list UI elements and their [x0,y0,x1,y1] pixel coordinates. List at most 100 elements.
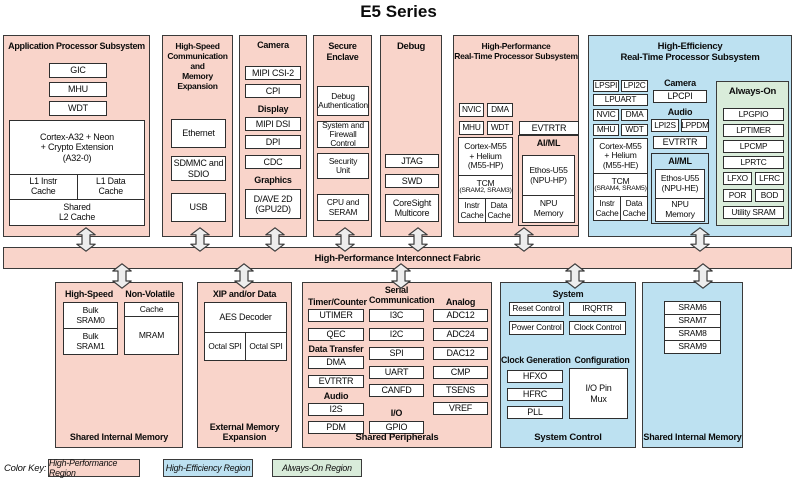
canfd-box: CANFD [369,384,424,397]
debug-authentication-box: Debug Authentication [317,86,369,116]
eme-footer: External Memory Expansion [209,422,280,443]
system-header: System [552,289,584,299]
uart-box: UART [369,366,424,379]
hfxo-box: HFXO [507,370,563,383]
usb-box: USB [171,193,226,222]
aes-decoder-box: AES Decoder [219,312,272,323]
sram6-box: SRAM6 [678,302,707,313]
lppdm-box: LPPDM [681,119,709,132]
he-npu-memory-box: NPU Memory [656,198,704,221]
bidir-arrow-debug [408,227,428,252]
high-speed-comm-memory-expansion: High-Speed Communication and Memory Expa… [162,35,233,237]
clock-generation-header: Clock Generation [501,355,571,365]
spi-box: SPI [369,347,424,360]
tcm-he-sublabel: (SRAM4, SRAM5) [594,185,647,193]
cmp-box: CMP [433,366,488,379]
hp-instr-cache-box: Instr Cache [460,200,484,220]
bulk-sram-stack: Bulk SRAM0 Bulk SRAM1 [63,302,118,355]
key-high-efficiency-label: High-Efficiency Region [165,463,251,473]
swd-box: SWD [385,174,439,188]
bidir-arrow-hprt [514,227,534,252]
lpspi-box: LPSPI [593,80,619,92]
lpgpio-box: LPGPIO [723,108,784,121]
he-audio-header: Audio [667,107,693,117]
shared-internal-memory-right: SRAM6 SRAM7 SRAM8 SRAM9 Shared Internal … [642,282,743,448]
camera-header: Camera [257,40,289,50]
cpi-box: CPI [245,84,301,98]
bidir-arrow-eme [234,263,254,289]
ethernet-box: Ethernet [171,119,226,148]
always-on-region: Always-On LPGPIO LPTIMER LPCMP LPRTC LFX… [716,81,789,226]
key-always-on-label: Always-On Region [282,463,352,473]
bidir-arrow-sysctl [565,263,585,289]
lpuart-box: LPUART [593,94,648,106]
utimer-box: UTIMER [308,309,364,322]
sim-right-footer: Shared Internal Memory [643,432,742,443]
i2s-box: I2S [308,403,364,416]
diagram-title: E5 Series [360,2,437,21]
cortex-a32-cluster: Cortex-A32 + Neon + Crypto Extension (A3… [9,120,145,226]
bulk-sram0-box: Bulk SRAM0 [76,304,105,325]
tcm-hp-sublabel: (SRAM2, SRAM3) [459,187,512,195]
secure-enclave: Secure Enclave Debug Authentication Syst… [313,35,372,237]
hp-data-cache-box: Data Cache [485,199,512,222]
ethos-u55-he-box: Ethos-U55 (NPU-HE) [660,173,700,193]
key-high-performance: High-Performance Region [48,458,140,478]
gic-box: GIC [49,63,107,78]
gpio-box: GPIO [369,421,424,434]
hp-aiml-box: AI/ML Ethos-U55 (NPU-HP) NPU Memory [518,135,579,226]
cortex-m55-he-box: Cortex-M55 + Helium (M55-HE) [599,140,642,170]
he-dma-box: DMA [621,109,648,121]
analog-header: Analog [445,297,476,307]
bidir-arrow-hscme [190,227,210,252]
lpcpi-box: LPCPI [653,90,707,103]
fabric-label: High-Performance Interconnect Fabric [314,252,481,264]
cpu-seram-box: CPU and SERAM [317,194,369,221]
data-transfer-header: Data Transfer [308,344,364,354]
power-control-box: Power Control [509,321,564,335]
clock-control-box: Clock Control [569,321,626,335]
color-key-label: Color Key: [4,463,47,474]
system-control-footer: System Control [534,431,602,443]
non-volatile-header: Non-Volatile [125,289,175,299]
camera-display-graphics: Camera MIPI CSI-2 CPI Display MIPI DSI D… [239,35,307,237]
hp-mhu-box: MHU [459,121,484,135]
io-pin-mux-box: I/O Pin Mux [569,368,628,419]
por-box: POR [723,189,752,202]
bod-box: BOD [755,189,784,202]
shared-peripherals: Serial Communication Timer/Counter Analo… [302,282,492,448]
he-aiml-header: AI/ML [668,156,692,166]
l1-instr-cache-box: L1 Instr Cache [29,176,58,196]
octal-spi-box-1: Octal SPI [208,340,242,351]
he-evtrtr-box: EVTRTR [653,136,707,149]
hp-aiml-header: AI/ML [536,138,561,148]
he-aiml-box: AI/ML Ethos-U55 (NPU-HE) NPU Memory [651,153,709,224]
he-mhu-box: MHU [593,124,619,136]
m55-hp-cluster: Cortex-M55 + Helium (M55-HP) TCM (SRAM2,… [458,137,513,223]
sim-left-footer: Shared Internal Memory [69,432,169,443]
display-header: Display [257,104,289,114]
octal-spi-row: Octal SPI Octal SPI [205,332,286,360]
bidir-arrow-aps [76,227,96,252]
bidir-arrow-periph [391,263,411,289]
tsens-box: TSENS [433,384,488,397]
hp-npu-memory-box: NPU Memory [523,195,574,222]
coresight-multicore-box: CoreSight Multicore [385,194,439,222]
tcm-he-label: TCM [611,175,630,186]
hp-realtime-processor-subsystem: High-Performance Real-Time Processor Sub… [453,35,579,237]
tcm-hp-box: TCM (SRAM2, SRAM3) [459,175,512,198]
jtag-box: JTAG [385,154,439,168]
configuration-header: Configuration [574,355,630,365]
he-npu-stack: Ethos-U55 (NPU-HE) NPU Memory [655,169,705,222]
qec-box: QEC [308,328,364,341]
lfxo-box: LFXO [723,172,752,185]
mipi-csi2-box: MIPI CSI-2 [245,66,301,80]
ethos-u55-hp-box: Ethos-U55 (NPU-HP) [529,164,568,185]
high-speed-header: High-Speed [64,289,113,299]
wdt-box: WDT [49,101,107,116]
bidir-arrow-camera [265,227,285,252]
he-nvic-box: NVIC [593,109,619,121]
io-header: I/O [390,408,403,418]
hfrc-box: HFRC [507,388,563,401]
nonvolatile-stack: Cache MRAM [124,302,179,355]
